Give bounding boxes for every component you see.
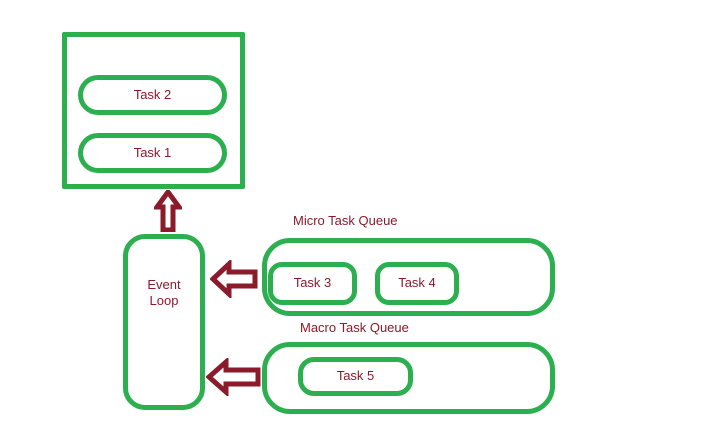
- call-stack-task-1-label: Task 1: [133, 144, 172, 160]
- macro-task-5[interactable]: [298, 357, 413, 396]
- macrotask-dequeue-arrow: [206, 358, 262, 396]
- call-stack-container: [62, 32, 245, 189]
- event-loop-box[interactable]: [123, 234, 205, 410]
- micro-task-4-label: Task 4: [398, 275, 436, 291]
- microtask-dequeue-arrow: [210, 260, 258, 298]
- macro-task-queue-container: [262, 342, 555, 414]
- stack-feed-arrow: [154, 190, 182, 232]
- micro-task-queue-caption: Micro Task Queue: [293, 213, 398, 228]
- micro-task-3[interactable]: [268, 262, 357, 305]
- call-stack-task-2[interactable]: [78, 75, 227, 115]
- micro-task-3-label: Task 3: [293, 275, 332, 291]
- micro-task-4[interactable]: [375, 262, 459, 305]
- call-stack-task-2-label: Task 2: [133, 86, 172, 102]
- micro-task-queue-container: [262, 238, 555, 316]
- macro-task-queue-caption: Macro Task Queue: [300, 320, 409, 335]
- call-stack-task-1[interactable]: [78, 133, 227, 173]
- macro-task-5-label: Task 5: [336, 368, 375, 384]
- event-loop-label: Event Loop: [147, 276, 181, 308]
